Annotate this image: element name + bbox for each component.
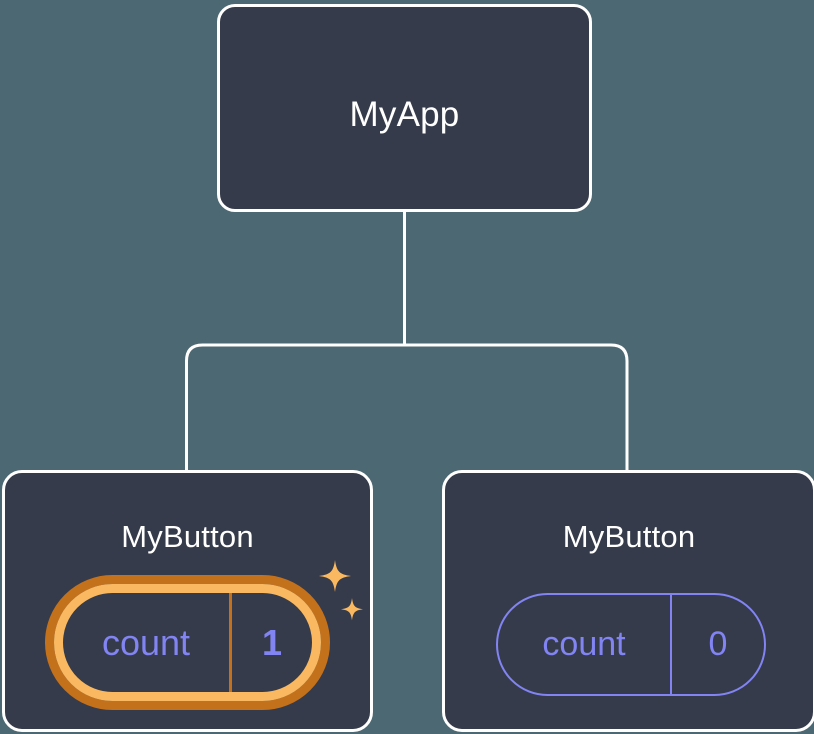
state-value-label: 0	[708, 625, 728, 663]
child-node-mybutton-right[interactable]: MyButton count 0	[442, 470, 814, 732]
sparkle-group	[319, 560, 363, 621]
root-node-myapp[interactable]: MyApp	[217, 4, 592, 212]
root-node-title: MyApp	[349, 95, 460, 134]
state-pill-highlighted[interactable]: count 1	[45, 575, 330, 710]
state-key-label: count	[498, 595, 672, 694]
child-node-left-title: MyButton	[121, 519, 254, 554]
sparkle-small-icon	[341, 598, 363, 621]
child-node-right-title: MyButton	[562, 519, 696, 554]
child-node-mybutton-left[interactable]: MyButton count 1	[2, 470, 373, 732]
sparkle-large-icon	[319, 560, 351, 592]
state-value-label: 1	[261, 621, 283, 663]
state-pill-plain[interactable]: count 0	[496, 593, 766, 696]
state-pill-inner-ring: count 1	[54, 584, 321, 701]
state-key-label: count	[63, 593, 232, 692]
